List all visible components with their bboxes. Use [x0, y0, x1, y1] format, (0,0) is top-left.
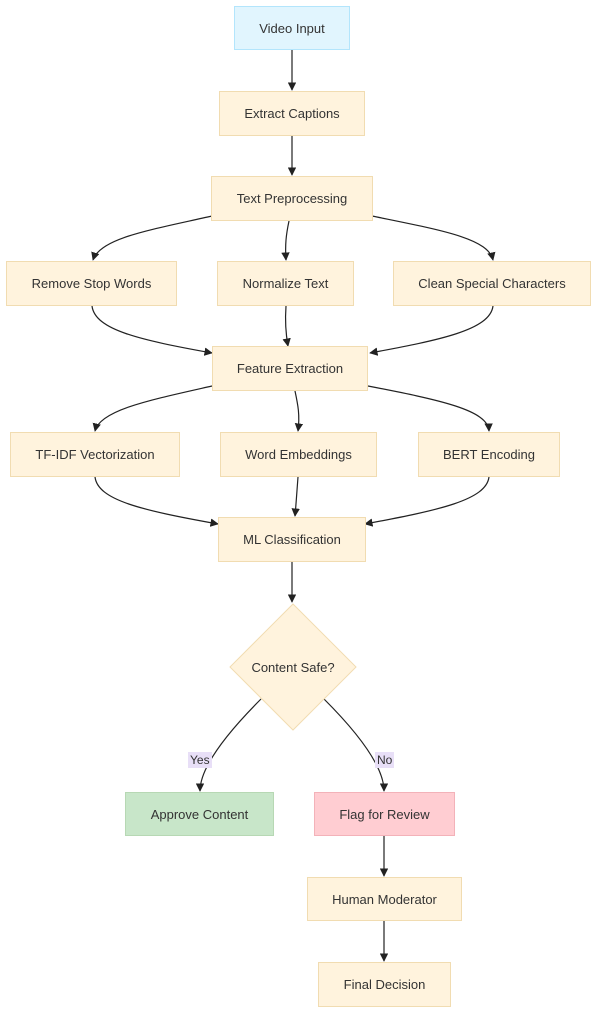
node-feature-extraction-label: Feature Extraction	[236, 361, 344, 376]
edge-bert-to-ml	[364, 476, 490, 527]
node-flag-for-review: Flag for Review	[314, 792, 455, 836]
node-flag-for-review-label: Flag for Review	[339, 806, 430, 822]
node-extract-captions: Extract Captions	[219, 91, 365, 136]
edge-decision-to-flag	[323, 698, 389, 792]
node-normalize-text-label: Normalize Text	[242, 276, 329, 291]
node-human-moderator: Human Moderator	[307, 877, 462, 921]
edge-clean-to-features	[369, 305, 494, 356]
node-text-preprocessing-label: Text Preprocessing	[236, 191, 348, 206]
edge-features-to-tfidf	[92, 385, 213, 432]
node-word-embeddings-label: Word Embeddings	[245, 447, 352, 462]
edge-normalize-to-features	[282, 305, 291, 347]
edge-preprocess-to-clean	[371, 215, 496, 261]
edge-preprocess-to-stopwords	[91, 215, 213, 261]
node-word-embeddings: Word Embeddings	[220, 432, 377, 477]
edge-features-to-embeddings	[294, 390, 304, 432]
edge-embeddings-to-ml	[291, 476, 300, 517]
node-final-decision-label: Final Decision	[343, 977, 426, 992]
node-extract-captions-label: Extract Captions	[244, 106, 340, 121]
node-bert-encoding: BERT Encoding	[418, 432, 560, 477]
node-tfidf-vectorization-label: TF-IDF Vectorization	[35, 447, 155, 462]
edge-tfidf-to-ml	[94, 476, 219, 527]
node-normalize-text: Normalize Text	[217, 261, 354, 306]
edge-stopwords-to-features	[91, 305, 213, 356]
decision-diamond	[229, 603, 357, 731]
edge-decision-to-approve	[195, 698, 262, 792]
node-ml-classification: ML Classification	[218, 517, 366, 562]
node-clean-special-characters: Clean Special Characters	[393, 261, 591, 306]
node-bert-encoding-label: BERT Encoding	[442, 447, 536, 462]
node-ml-classification-label: ML Classification	[243, 532, 341, 547]
edge-label-yes: Yes	[188, 752, 212, 768]
node-approve-content: Approve Content	[125, 792, 274, 836]
node-text-preprocessing: Text Preprocessing	[211, 176, 373, 221]
edge-label-no: No	[375, 752, 395, 768]
node-video-input: Video Input	[234, 6, 350, 50]
node-content-safe-label: Content Safe?	[251, 659, 335, 675]
node-human-moderator-label: Human Moderator	[332, 891, 437, 907]
edge-features-to-bert	[367, 385, 493, 432]
node-final-decision: Final Decision	[318, 962, 451, 1007]
node-feature-extraction: Feature Extraction	[212, 346, 368, 391]
node-remove-stop-words-label: Remove Stop Words	[31, 276, 152, 291]
node-remove-stop-words: Remove Stop Words	[6, 261, 177, 306]
edge-preprocess-to-normalize	[281, 220, 290, 261]
node-clean-special-characters-label: Clean Special Characters	[418, 276, 566, 291]
node-tfidf-vectorization: TF-IDF Vectorization	[10, 432, 180, 477]
node-video-input-label: Video Input	[259, 20, 325, 36]
node-approve-content-label: Approve Content	[150, 806, 249, 822]
node-content-safe: Content Safe?	[229, 603, 357, 731]
